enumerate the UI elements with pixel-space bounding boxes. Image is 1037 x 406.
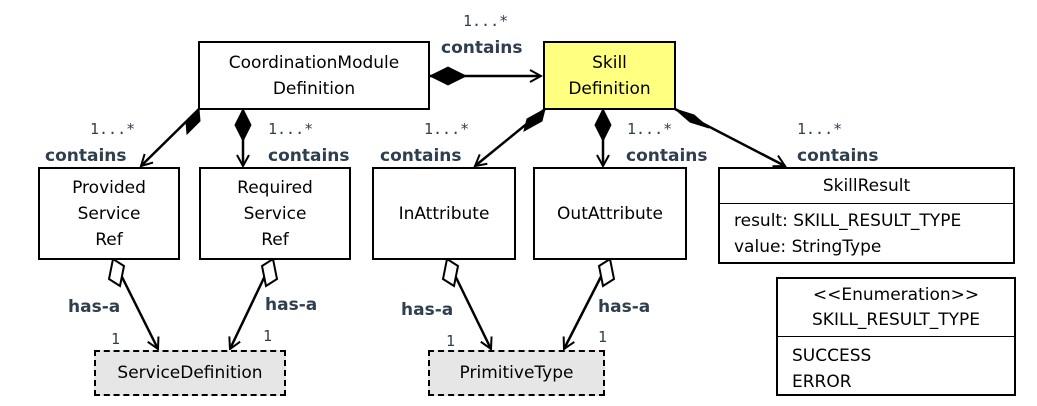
- required-service-ref-box[interactable]: Required Service Ref: [199, 167, 351, 260]
- association-label: has-a: [598, 297, 651, 317]
- multiplicity-label: 1: [598, 328, 608, 346]
- box-label-line: OutAttribute: [557, 203, 663, 224]
- box-label-line: ServiceDefinition: [117, 363, 263, 383]
- box-label-line: Provided: [72, 177, 146, 198]
- skill-result-name: SkillResult: [720, 169, 1013, 204]
- enumeration-name: SKILL_RESULT_TYPE: [812, 310, 980, 330]
- box-label-line: PrimitiveType: [459, 363, 574, 383]
- aggregation-diamond-icon: [260, 257, 279, 288]
- in-attribute-box[interactable]: InAttribute: [372, 167, 516, 260]
- box-label-line: Definition: [568, 78, 651, 99]
- service-definition-box[interactable]: ServiceDefinition: [94, 350, 286, 396]
- provided-service-ref-box[interactable]: Provided Service Ref: [38, 167, 180, 260]
- attribute-row: result: SKILL_RESULT_TYPE: [734, 211, 962, 231]
- box-label-line: Skill: [592, 52, 627, 73]
- box-label-line: Service: [77, 203, 141, 224]
- aggregation-diamond-icon: [597, 257, 616, 288]
- coordination-module-definition-box[interactable]: CoordinationModule Definition: [198, 41, 430, 110]
- composition-diamond-icon: [428, 66, 468, 86]
- box-label-line: Ref: [261, 229, 289, 250]
- box-label-line: CoordinationModule: [228, 52, 400, 73]
- association-label: contains: [797, 146, 879, 166]
- composition-diamond-icon: [523, 108, 546, 132]
- multiplicity-label: 1...*: [268, 120, 314, 138]
- association-label: contains: [380, 146, 462, 166]
- enum-literal: ERROR: [792, 372, 852, 392]
- association-label: has-a: [68, 297, 121, 317]
- enum-literal: SUCCESS: [792, 346, 872, 366]
- composition-diamond-icon: [674, 108, 710, 129]
- multiplicity-label: 1: [263, 327, 273, 345]
- enumeration-stereotype: <<Enumeration>>: [812, 285, 980, 305]
- attribute-row: value: StringType: [734, 237, 882, 257]
- multiplicity-label: 1: [111, 330, 121, 348]
- aggregation-diamond-icon: [107, 257, 126, 288]
- association-label: contains: [268, 146, 350, 166]
- skill-result-attributes: result: SKILL_RESULT_TYPE value: StringT…: [720, 204, 1013, 260]
- multiplicity-label: 1...*: [90, 120, 136, 138]
- enumeration-class[interactable]: <<Enumeration>> SKILL_RESULT_TYPE SUCCES…: [776, 277, 1016, 396]
- association-label: has-a: [265, 295, 318, 315]
- association-label: contains: [45, 146, 127, 166]
- skill-definition-box[interactable]: Skill Definition: [543, 41, 676, 110]
- box-label-line: Ref: [95, 229, 123, 250]
- box-label-line: InAttribute: [398, 203, 490, 224]
- box-label-line: Required: [237, 177, 313, 198]
- association-label: contains: [441, 38, 523, 58]
- multiplicity-label: 1...*: [463, 12, 509, 30]
- composition-diamond-icon: [594, 107, 612, 143]
- composition-diamond-icon: [234, 107, 252, 143]
- multiplicity-label: 1: [446, 332, 456, 350]
- association-label: has-a: [401, 300, 454, 320]
- primitive-type-box[interactable]: PrimitiveType: [428, 350, 605, 396]
- enumeration-header: <<Enumeration>> SKILL_RESULT_TYPE: [778, 279, 1014, 337]
- enumeration-literals: SUCCESS ERROR: [778, 337, 1014, 395]
- composition-diamond-icon: [185, 107, 201, 136]
- out-attribute-box[interactable]: OutAttribute: [533, 167, 687, 260]
- multiplicity-label: 1...*: [797, 120, 843, 138]
- skill-result-class[interactable]: SkillResult result: SKILL_RESULT_TYPE va…: [718, 167, 1015, 264]
- association-label: contains: [626, 146, 708, 166]
- box-label-line: Service: [243, 203, 307, 224]
- box-label-line: Definition: [272, 78, 356, 99]
- multiplicity-label: 1...*: [424, 120, 470, 138]
- aggregation-diamond-icon: [441, 257, 460, 288]
- multiplicity-label: 1...*: [627, 120, 673, 138]
